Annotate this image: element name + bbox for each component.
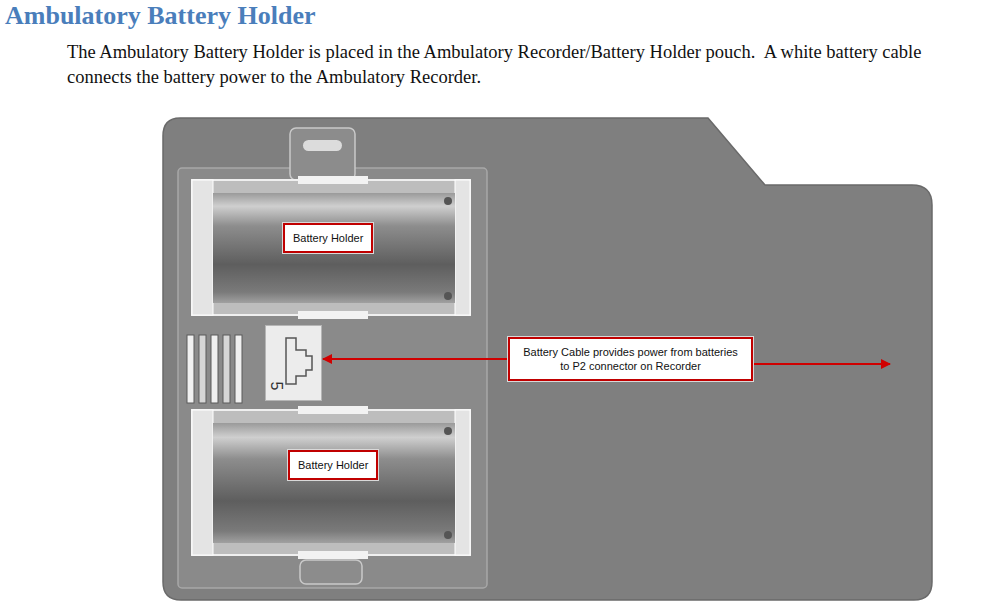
callout-arrow xyxy=(323,358,508,360)
plug-stripe xyxy=(235,335,242,403)
battery-frame xyxy=(192,410,470,555)
page-title: Ambulatory Battery Holder xyxy=(5,0,316,32)
rivet xyxy=(444,197,452,205)
recess xyxy=(178,168,487,588)
end-cap xyxy=(192,410,213,555)
callout-box: Battery Holder xyxy=(283,223,373,253)
pin-number: 5 xyxy=(268,382,284,391)
battery-cylinder xyxy=(213,423,455,543)
end-cap xyxy=(455,180,470,315)
clip xyxy=(298,551,368,559)
plug-stripe xyxy=(199,335,206,403)
end-cap xyxy=(455,410,470,555)
body-text: The Ambulatory Battery Holder is placed … xyxy=(67,40,989,90)
clip xyxy=(298,311,368,319)
clip xyxy=(298,176,368,184)
callout-text: Battery Cable provides power from batter… xyxy=(518,345,743,373)
plug-stripe xyxy=(223,335,230,403)
rivet xyxy=(444,427,452,435)
cable-plug xyxy=(187,335,242,403)
end-cap xyxy=(192,180,213,315)
callout-box: Battery Cable provides power from batter… xyxy=(508,337,753,381)
plug-stripe xyxy=(211,335,218,403)
leader-arrow xyxy=(754,363,890,365)
bottom-tab xyxy=(300,560,362,584)
callout-text: Battery Holder xyxy=(293,231,363,245)
rivet xyxy=(444,531,452,539)
plug-stripe xyxy=(187,335,194,403)
clip xyxy=(298,406,368,414)
socket-outline xyxy=(286,338,312,384)
battery-connector: 5 xyxy=(265,325,322,401)
callout-box: Battery Holder xyxy=(288,450,378,480)
rivet xyxy=(444,292,452,300)
callout-text: Battery Holder xyxy=(298,458,368,472)
battery-frame xyxy=(192,180,470,315)
housing xyxy=(163,118,932,600)
battery-cylinder xyxy=(213,193,455,303)
tab-slot xyxy=(303,140,342,151)
top-tab xyxy=(290,128,355,180)
